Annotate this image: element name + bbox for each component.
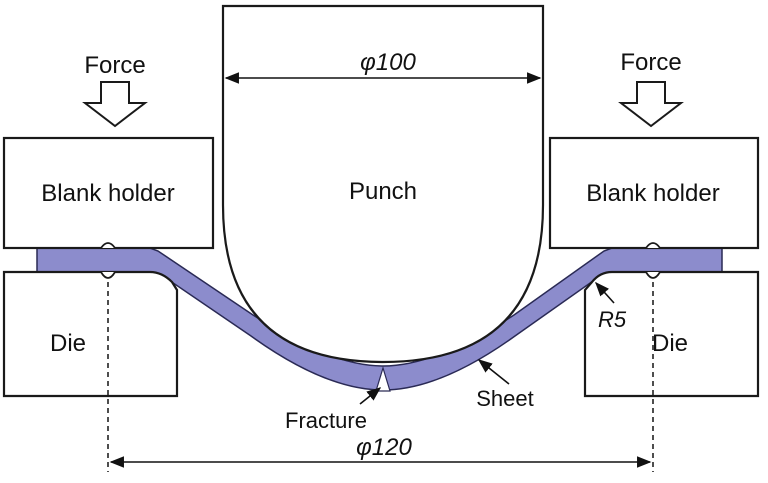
die-diameter-label: φ120 xyxy=(356,434,412,461)
blank-holder-left-groove xyxy=(100,242,116,249)
blank-holder-right: Blank holder xyxy=(548,136,760,250)
punch-label: Punch xyxy=(349,178,417,205)
radius-annotation: R5 xyxy=(595,281,627,332)
blank-holder-left-label: Blank holder xyxy=(41,180,174,207)
force-left: Force xyxy=(82,52,148,128)
leader-arrow-icon xyxy=(477,359,510,385)
force-left-label: Force xyxy=(84,52,145,79)
sheet-label: Sheet xyxy=(476,386,534,411)
fracture-label: Fracture xyxy=(285,408,367,433)
die-right: Die xyxy=(583,270,760,398)
punch: Punch xyxy=(221,4,545,364)
blank-holder-left: Blank holder xyxy=(2,136,215,250)
hollow-down-arrow-icon xyxy=(82,81,148,128)
blank-holder-right-groove xyxy=(645,242,661,249)
blank-holder-left-body xyxy=(2,136,215,250)
leader-arrow-icon xyxy=(359,387,382,405)
die-left: Die xyxy=(2,270,179,398)
blank-holder-right-label: Blank holder xyxy=(586,180,719,207)
force-right: Force xyxy=(618,49,684,128)
blank-holder-right-body xyxy=(548,136,760,250)
die-left-label: Die xyxy=(50,330,86,357)
sheet-annotation: Sheet xyxy=(476,359,534,411)
die-left-groove xyxy=(100,271,116,279)
fracture-notch xyxy=(375,365,391,392)
punch-diameter-label: φ100 xyxy=(360,49,416,76)
hollow-down-arrow-icon xyxy=(618,81,684,128)
die-right-body xyxy=(583,270,760,398)
die-right-label: Die xyxy=(652,330,688,357)
die-right-groove xyxy=(645,271,661,279)
die-diameter-dimension: φ120 xyxy=(109,434,652,468)
fracture-annotation: Fracture xyxy=(285,387,382,433)
die-left-body xyxy=(2,270,179,398)
leader-arrow-icon xyxy=(595,281,615,304)
punch-body xyxy=(221,4,545,364)
punch-diameter-dimension: φ100 xyxy=(224,49,542,84)
radius-label: R5 xyxy=(598,307,627,332)
force-right-label: Force xyxy=(620,49,681,76)
